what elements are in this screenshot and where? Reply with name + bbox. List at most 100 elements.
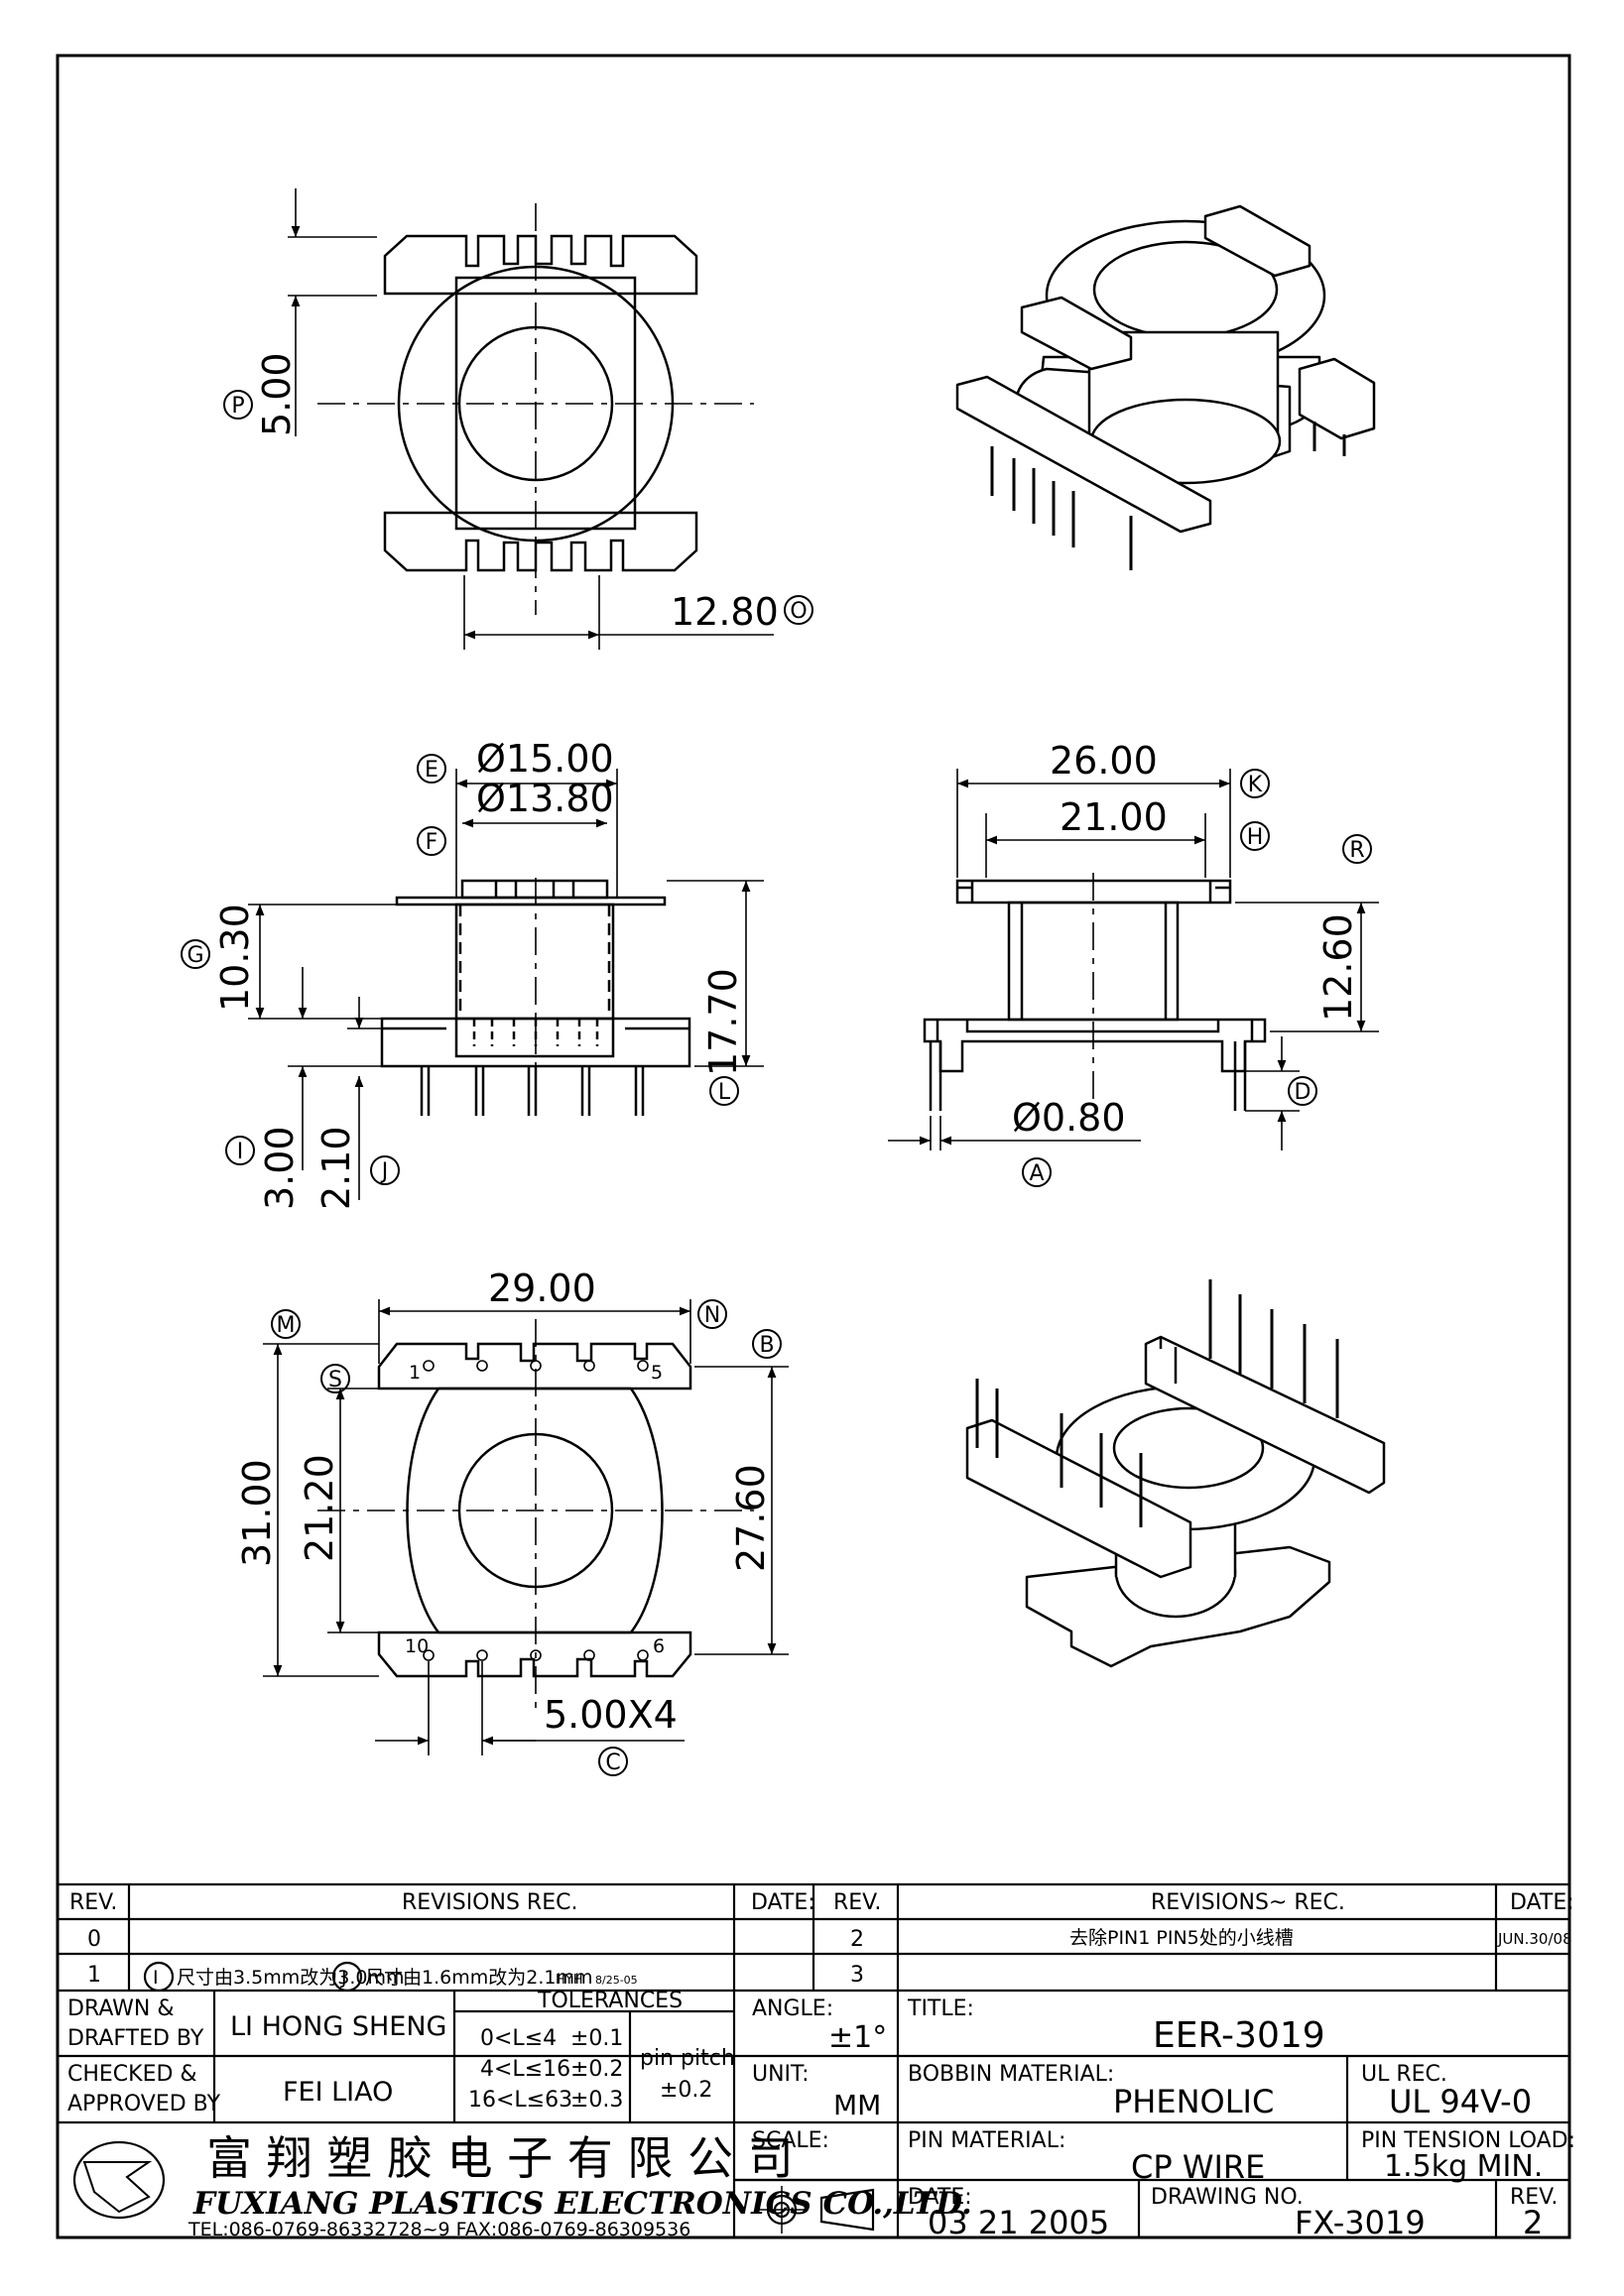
circle-label-d-ring — [1288, 1076, 1317, 1106]
circle-label-i: I — [237, 1140, 244, 1164]
revisions2-header: REVISIONS~ REC. — [1151, 1890, 1345, 1915]
circle-label-h: H — [1247, 825, 1264, 850]
drawn-label-2: DRAFTED BY — [67, 2026, 204, 2051]
top-view — [288, 188, 774, 650]
circle-label-j-ring — [370, 1155, 400, 1185]
side-view — [888, 769, 1379, 1150]
tol-value-2: ±0.3 — [570, 2088, 623, 2113]
sheet-border — [56, 54, 1571, 2239]
dim-i-value: 3.00 — [258, 1126, 302, 1210]
iso-view-bottom — [965, 1279, 1386, 1668]
dim-b-value: 27.60 — [729, 1464, 773, 1572]
circle-label-b-ring — [752, 1329, 782, 1359]
checked-value: FEI LIAO — [283, 2077, 393, 2108]
dim-j-value: 2.10 — [314, 1126, 358, 1210]
bottom-view — [263, 1299, 789, 1755]
company-cn: 富 翔 塑 胶 电 子 有 限 公 司 — [206, 2131, 794, 2185]
circle-j-small: J — [340, 1967, 347, 1989]
checked-label-2: APPROVED BY — [67, 2092, 221, 2116]
dim-r-value: 12.60 — [1316, 913, 1360, 1022]
checked-label-1: CHECKED & — [67, 2062, 197, 2087]
circle-label-c: C — [605, 1751, 620, 1775]
pin-number-6: 6 — [653, 1635, 665, 1657]
tension-label: PIN TENSION LOAD: — [1361, 2128, 1575, 2153]
rev-row-1-sign-date: 8/25-05 — [595, 1974, 638, 1987]
circle-label-o-ring — [784, 595, 813, 625]
title-block-text: REV. REVISIONS REC. DATE: REV. REVISIONS… — [67, 1890, 1575, 2241]
dim-g-value: 10.30 — [213, 904, 257, 1012]
pin-number-1: 1 — [409, 1362, 421, 1384]
circle-label-r: R — [1349, 838, 1364, 863]
title-value: EER-3019 — [1153, 2015, 1325, 2056]
circle-label-e-ring — [417, 754, 446, 784]
circle-label-a: A — [1029, 1161, 1044, 1186]
drawing-no-label: DRAWING NO. — [1151, 2185, 1304, 2210]
circle-label-f: F — [426, 830, 438, 855]
circle-label-d: D — [1295, 1080, 1312, 1105]
circle-label-j: J — [380, 1159, 389, 1184]
circle-label-l-ring — [709, 1076, 739, 1106]
circle-label-a-ring — [1022, 1157, 1052, 1187]
revisions-header: REVISIONS REC. — [402, 1890, 577, 1915]
circle-label-n-ring — [697, 1299, 727, 1329]
circle-i-small: I — [153, 1967, 159, 1989]
rev2-row-0-date: JUN.30/08 — [1497, 1930, 1572, 1948]
circle-label-s: S — [328, 1368, 342, 1392]
circle-label-k-ring — [1240, 769, 1270, 798]
front-view — [248, 769, 764, 1200]
circle-label-n: N — [704, 1303, 720, 1328]
dim-k-value: 26.00 — [1050, 739, 1158, 783]
tol-range-0: 0<L≤4 — [480, 2026, 557, 2051]
rev-row-1-sign: HYH — [556, 1973, 583, 1988]
company-en: FUXIANG PLASTICS ELECTRONICS CO.,LTD. — [192, 2186, 972, 2222]
drawn-value: LI HONG SHENG — [230, 2011, 446, 2042]
bobbin-value: PHENOLIC — [1113, 2083, 1274, 2120]
angle-label: ANGLE: — [752, 1996, 833, 2021]
angle-value: ±1° — [828, 2020, 887, 2055]
rev-header: REV. — [69, 1890, 117, 1915]
rev-row-1-text2: 尺寸由1.6mm改为2.1mm — [365, 1967, 592, 1989]
date-header: DATE: — [751, 1890, 815, 1915]
circle-label-p-ring — [223, 390, 253, 420]
circle-label-m-ring — [271, 1309, 301, 1339]
tol-range-2: 16<L≤63 — [468, 2088, 572, 2113]
rev2-header: REV. — [833, 1890, 881, 1915]
dim-m-value: 31.00 — [235, 1459, 279, 1567]
circle-label-k: K — [1248, 773, 1263, 797]
tension-value: 1.5kg MIN. — [1384, 2149, 1543, 2184]
circle-label-i-ring — [225, 1136, 255, 1165]
dim-s-value: 21.20 — [298, 1454, 341, 1562]
rev-row-1-text: 尺寸由3.5mm改为3.0mm — [177, 1967, 404, 1989]
ul-value: UL 94V-0 — [1389, 2083, 1532, 2120]
ul-label: UL REC. — [1361, 2062, 1447, 2087]
dim-p-value: 5.00 — [255, 352, 299, 436]
rev-value: 2 — [1523, 2204, 1543, 2241]
date2-header: DATE: — [1510, 1890, 1574, 1915]
circle-label-o: O — [790, 599, 807, 624]
contact: TEL:086-0769-86332728~9 FAX:086-0769-863… — [187, 2219, 690, 2240]
pin-material-label: PIN MATERIAL: — [908, 2128, 1065, 2153]
circle-label-l: L — [718, 1080, 731, 1105]
circle-label-c-ring — [598, 1747, 628, 1776]
circle-label-f-ring — [417, 826, 446, 856]
dim-o-value: 12.80 — [671, 590, 779, 634]
date-label: DATE: — [908, 2185, 972, 2210]
rev2-row-0-number: 2 — [850, 1927, 864, 1952]
pin-number-5: 5 — [651, 1362, 663, 1384]
dim-n-value: 29.00 — [488, 1267, 596, 1310]
dim-h-value: 21.00 — [1060, 795, 1168, 839]
scale-label: SCALE: — [752, 2128, 829, 2153]
drawn-label-1: DRAWN & — [67, 1996, 175, 2021]
drawing-no-value: FX-3019 — [1295, 2204, 1426, 2241]
date-value: 03 21 2005 — [928, 2204, 1109, 2241]
pin-pitch-tol: ±0.2 — [660, 2078, 712, 2103]
bobbin-label: BOBBIN MATERIAL: — [908, 2062, 1114, 2087]
rev2-row-0-text: 去除PIN1 PIN5处的小线槽 — [1069, 1927, 1294, 1949]
tol-value-1: ±0.2 — [570, 2057, 623, 2082]
circle-label-r-ring — [1342, 834, 1372, 864]
unit-label: UNIT: — [752, 2062, 809, 2087]
rev-row-0-number: 0 — [87, 1927, 101, 1952]
tol-value-0: ±0.1 — [570, 2026, 623, 2051]
iso-view-top — [955, 204, 1376, 570]
